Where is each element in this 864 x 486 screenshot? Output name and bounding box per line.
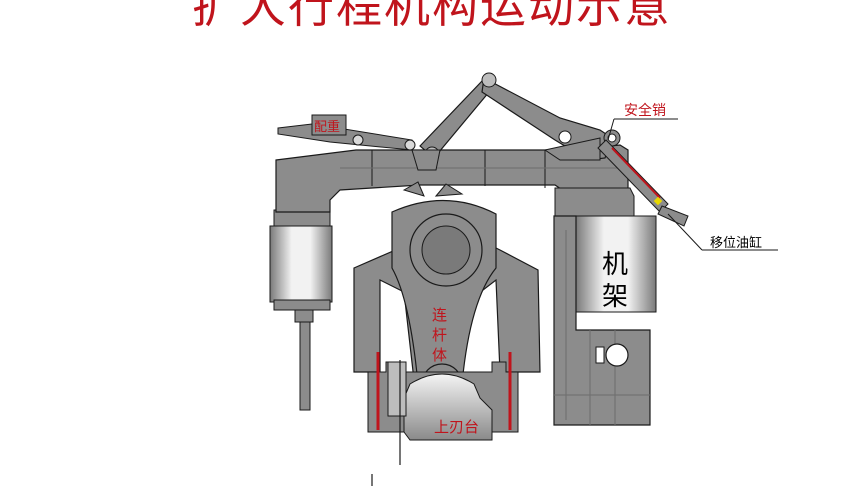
connecting-rod-label-2: 杆 xyxy=(432,326,448,344)
shift-cylinder-label: 移位油缸 xyxy=(710,236,763,251)
connecting-rod-body xyxy=(353,181,541,405)
callout-lines xyxy=(607,118,778,251)
frame-label-line2: 架 xyxy=(602,282,629,312)
toggle-links xyxy=(411,72,613,171)
left-damper-box xyxy=(269,209,333,311)
upper-blade-seat xyxy=(367,352,519,486)
diagram-title: 扩大行程机构运动示意 xyxy=(192,0,672,33)
shift-cylinder xyxy=(597,139,689,227)
counterweight-label: 配重 xyxy=(314,120,341,135)
connecting-rod-label-3: 体 xyxy=(432,346,448,364)
connecting-rod-label-1: 连 xyxy=(432,306,448,324)
right-frame xyxy=(553,187,657,426)
counterweight-arm xyxy=(277,114,416,151)
left-hanging-rod xyxy=(294,299,314,411)
safety-pin-label: 安全销 xyxy=(624,103,666,119)
frame-label-line1: 机 xyxy=(602,250,629,280)
upper-blade-seat-label: 上刃台 xyxy=(434,418,480,436)
